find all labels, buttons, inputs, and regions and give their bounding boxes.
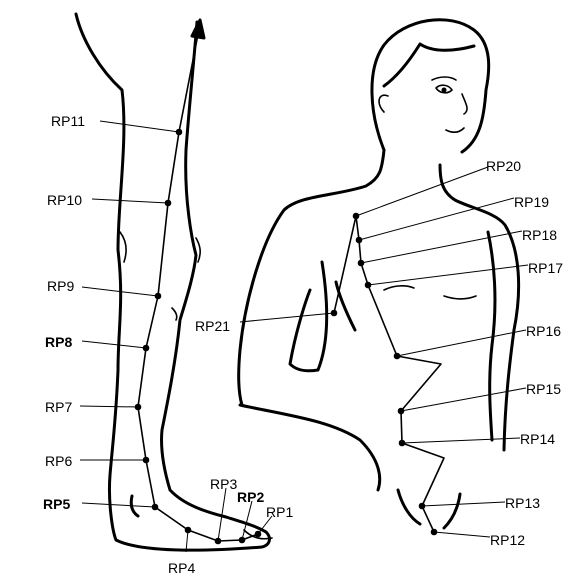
rp18-point: [357, 259, 365, 267]
rp19-label: RP19: [514, 194, 549, 210]
head-outline: [370, 18, 491, 154]
neck-and-shoulder-left: [237, 148, 386, 407]
rp14-label: RP14: [520, 431, 555, 447]
torso-right-side: [486, 230, 497, 442]
rp9-point: [154, 292, 162, 300]
rp15-point: [397, 407, 405, 415]
knee-crease: [119, 231, 127, 263]
rp7-point: [134, 403, 142, 411]
rp7-label: RP7: [45, 399, 72, 415]
acupoint-labels: RP11RP10RP9RP8RP7RP6RP5RP4RP3RP2RP1RP21R…: [43, 113, 563, 576]
rp10-label: RP10: [47, 192, 82, 208]
rp13-point: [418, 502, 426, 510]
neck-and-shoulder-right: [438, 163, 521, 452]
rp12-leader-line: [433, 531, 491, 538]
rp15-leader-line: [400, 387, 527, 412]
rp1-label: RP1: [266, 504, 293, 520]
rp6-point: [142, 456, 150, 464]
rp16-point: [393, 352, 401, 360]
eye: [435, 84, 453, 94]
rp14-leader-line: [401, 437, 521, 444]
rp4-label: RP4: [168, 560, 195, 576]
rp16-label: RP16: [526, 323, 561, 339]
rp13-label: RP13: [505, 495, 540, 511]
nose: [461, 93, 468, 115]
leg-front-contour: [160, 20, 268, 534]
rp10-point: [164, 199, 172, 207]
torso-figure: [237, 18, 521, 533]
rp10-leader-line: [91, 198, 169, 204]
hip-left: [396, 488, 422, 526]
rp1-leader-line: [257, 515, 273, 535]
rp21-label: RP21: [195, 318, 230, 334]
rp21-point: [330, 309, 338, 317]
left-arm-inner: [238, 403, 382, 492]
rp17-label: RP17: [528, 260, 563, 276]
ear: [378, 94, 389, 113]
hip-right: [442, 492, 462, 530]
leg-meridian-line: [137, 23, 259, 542]
rp2-label: RP2: [237, 489, 264, 505]
torso-meridian-line: [333, 215, 445, 533]
knee-detail: [195, 237, 201, 263]
rp8-point: [142, 344, 150, 352]
rp18-leader-line: [360, 230, 523, 264]
rp5-label: RP5: [43, 496, 70, 512]
rp17-leader-line: [367, 264, 529, 286]
rp20-point: [352, 212, 360, 220]
hair-line: [382, 42, 476, 88]
rp11-leader-line: [99, 120, 180, 133]
pupil: [441, 87, 447, 93]
mouth: [445, 127, 465, 133]
rp12-point: [430, 528, 438, 536]
rp3-label: RP3: [210, 476, 237, 492]
rp18-label: RP18: [522, 227, 557, 243]
rp3-leader-line: [217, 487, 227, 542]
rp5-leader-line: [81, 502, 156, 508]
rp21-leader-line: [239, 312, 335, 323]
rp1-point: [254, 530, 262, 538]
chest-right: [443, 295, 477, 300]
rp20-leader-line: [355, 166, 489, 217]
rp9-label: RP9: [47, 278, 74, 294]
rp3-point: [214, 537, 222, 545]
leg-back-contour: [74, 12, 271, 552]
rp4-point: [184, 526, 192, 534]
rp13-leader-line: [421, 501, 506, 507]
rp2-leader-line: [241, 500, 253, 541]
acupoint-marks: [79, 120, 529, 553]
rp9-leader-line: [81, 286, 159, 297]
heel-mark: [129, 494, 140, 518]
rp8-label: RP8: [45, 334, 72, 350]
rp16-leader-line: [396, 329, 527, 357]
rp4-leader-line: [185, 529, 189, 553]
rp11-point: [175, 128, 183, 136]
chest-left: [383, 285, 415, 291]
left-arm-crease: [288, 260, 329, 373]
rp12-label: RP12: [490, 532, 525, 548]
rp2-point: [238, 536, 246, 544]
rp14-point: [398, 439, 406, 447]
toe-detail: [243, 529, 273, 540]
rp19-point: [355, 236, 363, 244]
rp19-leader-line: [358, 197, 515, 241]
rp20-label: RP20: [486, 158, 521, 174]
rp5-point: [151, 503, 159, 511]
rp11-label: RP11: [51, 113, 85, 129]
rp8-leader-line: [81, 340, 147, 349]
armpit-line: [334, 280, 357, 332]
rp7-leader-line: [79, 405, 139, 408]
calf-notch: [171, 307, 178, 321]
leg-figure: [74, 12, 273, 552]
rp15-label: RP15: [526, 381, 561, 397]
rp6-label: RP6: [45, 453, 72, 469]
eyebrow: [431, 76, 457, 81]
rp17-point: [364, 281, 372, 289]
